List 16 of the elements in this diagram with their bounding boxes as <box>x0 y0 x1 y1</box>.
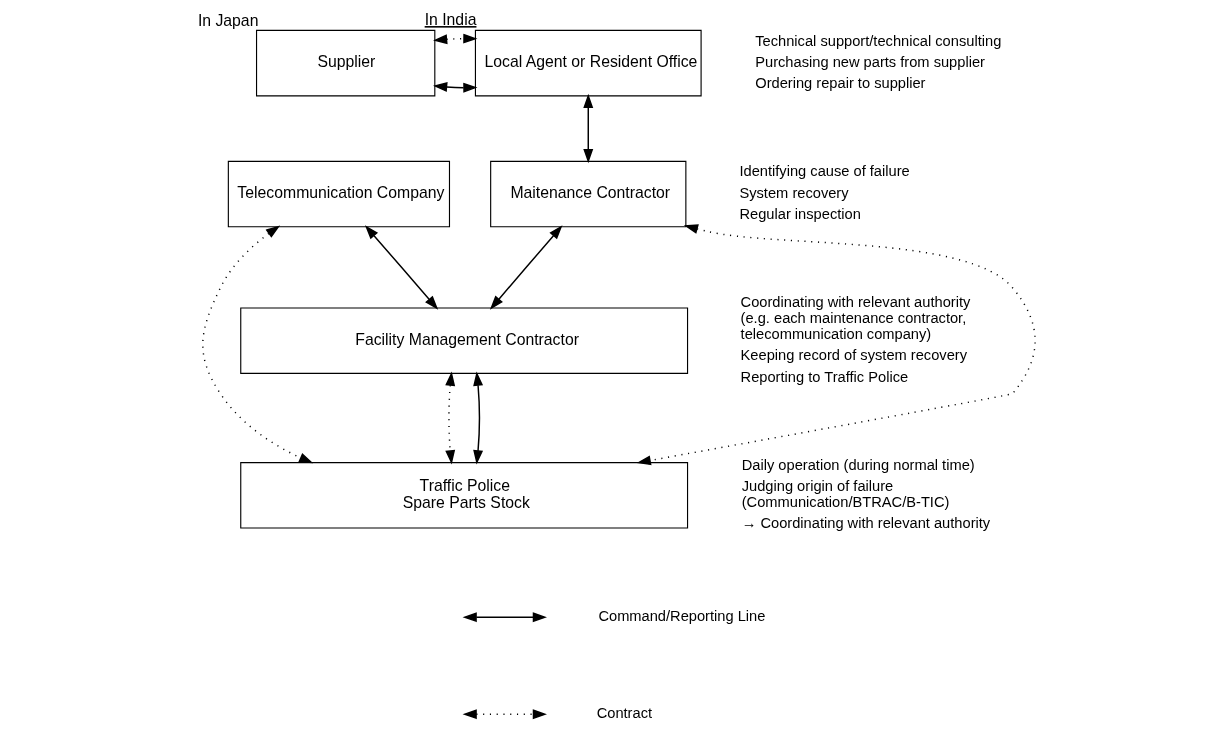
node-label: In India <box>424 10 476 28</box>
label: Ordering repair to supplier <box>754 74 926 91</box>
label: Daily operation (during normal time) <box>741 456 975 473</box>
label: Purchasing new parts from supplier <box>754 53 985 70</box>
label: Keeping record of system recovery <box>740 346 967 363</box>
label: System recovery <box>738 184 849 201</box>
label: Judging origin of failure (Communication/BTRAC/B-TIC) <box>741 477 949 510</box>
label: Technical support/technical consulting <box>754 32 1001 49</box>
legend-label: Contract <box>596 704 652 721</box>
label: Regular inspection <box>738 205 861 222</box>
legend-label: Command/Reporting Line <box>597 607 765 624</box>
node-label: In Japan <box>197 11 258 29</box>
label: Reporting to Traffic Police <box>740 368 908 385</box>
label: Coordinating with relevant authority (e.g. each maintenance contractor, telecommunication company) <box>740 293 970 342</box>
label: Identifying cause of failure <box>738 162 910 179</box>
label: → Coordinating with relevant authority <box>741 514 990 531</box>
